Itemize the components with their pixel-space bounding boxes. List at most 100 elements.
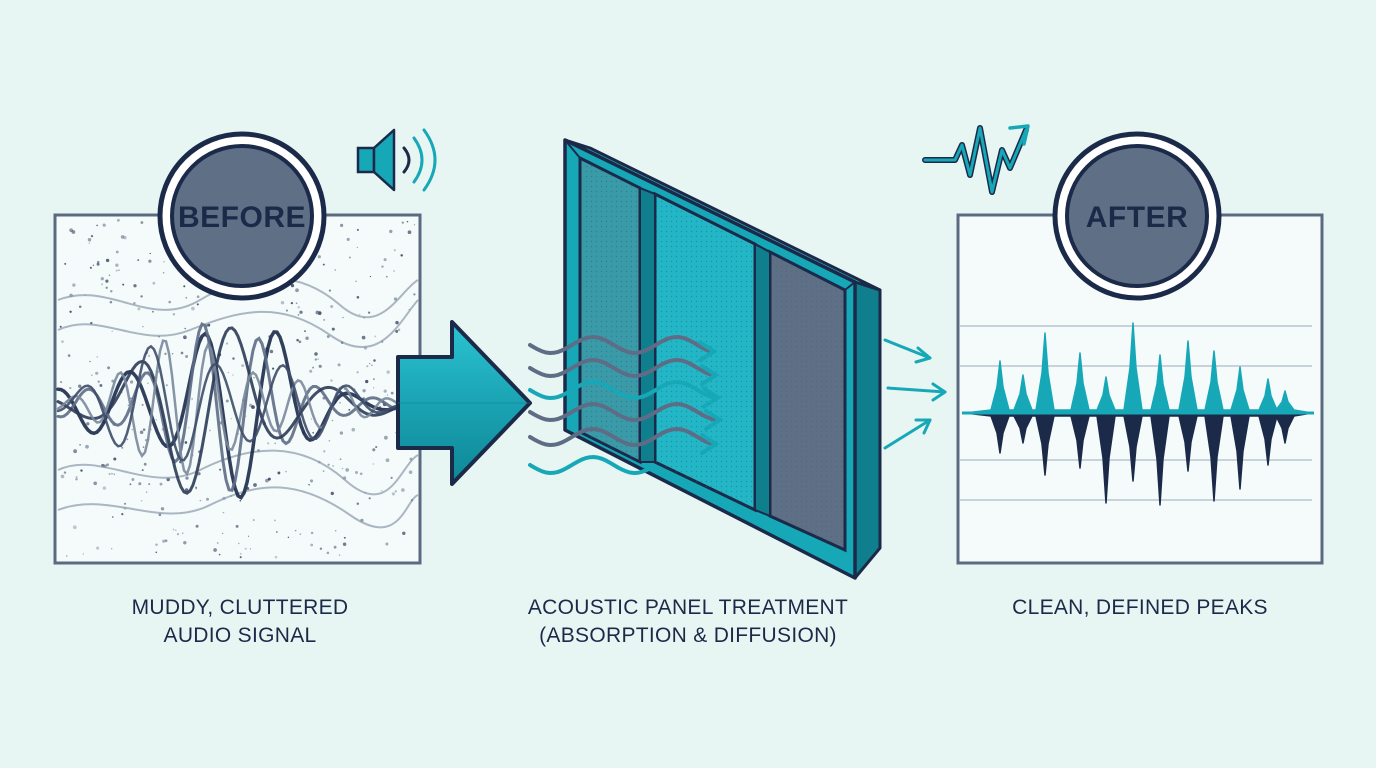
noise-speck <box>394 490 397 493</box>
noise-speck <box>216 542 219 544</box>
noise-speck <box>184 441 188 444</box>
noise-speck <box>372 387 375 389</box>
noise-speck <box>175 529 177 531</box>
noise-speck <box>131 428 134 431</box>
noise-speck <box>147 382 149 384</box>
noise-speck <box>296 338 299 342</box>
noise-speck <box>102 486 107 490</box>
waveform-trend-icon <box>922 124 1030 195</box>
noise-speck <box>72 525 77 530</box>
noise-speck <box>129 483 132 486</box>
before-caption-line-1: MUDDY, CLUTTERED <box>131 596 349 619</box>
noise-speck <box>139 430 144 435</box>
after-panel: AFTER <box>922 124 1324 565</box>
noise-speck <box>361 335 366 340</box>
noise-speck <box>102 223 106 227</box>
noise-speck <box>390 476 393 480</box>
noise-speck <box>172 528 175 531</box>
noise-speck <box>331 327 335 331</box>
noise-speck <box>115 250 119 254</box>
noise-speck <box>230 417 233 420</box>
tangled-wave-line <box>56 321 402 492</box>
noise-speck <box>351 427 356 432</box>
noise-speck <box>238 542 240 545</box>
noise-speck <box>356 371 359 374</box>
wavy-arrow-head <box>702 386 722 409</box>
noise-speck <box>240 553 242 555</box>
tangled-wave-line <box>56 326 402 495</box>
noise-speck <box>168 300 171 304</box>
noise-speck <box>88 242 91 244</box>
speaker-icon <box>356 128 437 192</box>
noise-speck <box>297 306 300 309</box>
noise-speck <box>159 482 163 486</box>
noise-speck <box>78 305 82 309</box>
noise-speck <box>123 235 127 240</box>
noise-speck <box>373 359 376 362</box>
noise-speck <box>105 258 110 263</box>
noise-speck <box>183 541 187 545</box>
noise-speck <box>90 234 94 238</box>
wavy-arrow-head <box>700 364 720 387</box>
noise-speck <box>372 463 374 465</box>
noise-speck <box>164 539 168 543</box>
noise-speck <box>299 533 302 535</box>
noise-speck <box>298 340 302 344</box>
noise-speck <box>239 556 242 559</box>
noise-speck <box>232 357 235 360</box>
before-caption-line-2: AUDIO SIGNAL <box>163 624 317 647</box>
noise-speck <box>385 275 388 278</box>
noise-speck <box>129 380 134 384</box>
noise-speck <box>225 399 229 403</box>
noise-speck <box>73 449 77 454</box>
noise-speck <box>232 374 234 376</box>
noise-speck <box>116 218 120 222</box>
big-right-arrow-icon <box>396 320 532 486</box>
noise-speck <box>305 336 309 341</box>
noise-speck <box>75 476 78 478</box>
before-badge-label: BEFORE <box>178 201 306 234</box>
noise-speck <box>137 307 141 311</box>
noise-speck <box>205 497 210 501</box>
wavy-sound-arrow <box>528 454 652 476</box>
noise-speck <box>253 483 257 487</box>
noise-speck <box>124 502 126 505</box>
noise-speck <box>185 476 189 480</box>
noise-speck <box>106 463 109 467</box>
noise-speck <box>285 470 287 473</box>
noise-speck <box>323 318 326 321</box>
noise-speck <box>332 465 335 467</box>
noise-speck <box>355 280 357 283</box>
noise-speck <box>207 323 211 327</box>
noise-speck <box>334 269 337 271</box>
noise-speck <box>121 446 124 449</box>
noise-speck <box>297 314 300 316</box>
noise-speck <box>265 478 269 483</box>
noise-speck <box>111 472 113 475</box>
noise-speck <box>80 469 83 472</box>
outgoing-arrows-icon <box>883 338 947 450</box>
noise-speck <box>244 547 247 550</box>
noise-speck <box>308 483 310 486</box>
noise-speck <box>110 547 113 550</box>
noise-speck <box>142 446 145 448</box>
noise-speck <box>184 327 187 330</box>
wavy-arrow-head <box>698 340 718 363</box>
noise-speck <box>108 473 111 476</box>
noise-speck <box>319 547 323 550</box>
noise-speck <box>356 502 360 506</box>
noise-speck <box>390 391 394 395</box>
noise-speck <box>317 255 321 259</box>
noise-speck <box>290 283 295 288</box>
noise-speck <box>89 266 92 269</box>
noise-speck <box>356 246 358 248</box>
noise-speck <box>160 507 165 511</box>
noise-speck <box>327 463 330 466</box>
noise-speck <box>219 468 222 471</box>
noise-speck <box>359 472 363 476</box>
noise-speck <box>312 366 315 369</box>
noise-speck <box>191 397 194 400</box>
noise-speck <box>110 289 113 293</box>
tangled-wave-line <box>56 344 402 462</box>
